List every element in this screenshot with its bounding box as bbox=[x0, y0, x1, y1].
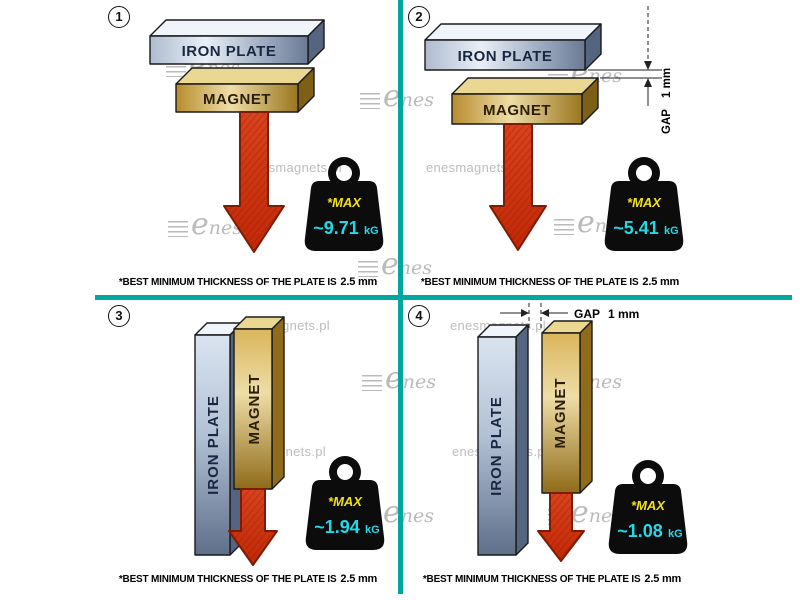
logo-text: enes bbox=[383, 79, 434, 114]
logo-stripes-icon bbox=[360, 93, 380, 109]
panel-number-badge: 4 bbox=[408, 305, 430, 327]
magnet bbox=[451, 77, 599, 125]
panel-3-shear-contact: 3 IRON PLATE MAGNET *MAX ~1. bbox=[0, 297, 400, 600]
footer-text: *BEST MINIMUM THICKNESS OF THE PLATE IS bbox=[118, 277, 337, 288]
logo-stripes-icon bbox=[166, 61, 186, 77]
weight-unit: kG bbox=[365, 524, 380, 536]
enes-logo-watermark: enes bbox=[358, 247, 432, 282]
weight-value: ~9.71 bbox=[313, 218, 359, 238]
footer-bold: 2.5 mm bbox=[340, 573, 378, 585]
panel-number-badge: 2 bbox=[408, 6, 430, 28]
plate-label: IRON PLATE bbox=[458, 48, 553, 65]
magnet-label: MAGNET bbox=[483, 102, 551, 119]
plate-label: IRON PLATE bbox=[182, 43, 277, 60]
weight-icon: *MAX ~1.08 kG bbox=[608, 460, 688, 554]
iron-plate bbox=[149, 19, 325, 65]
max-label: *MAX bbox=[631, 498, 666, 513]
gap-label: GAP bbox=[574, 307, 600, 321]
horizontal-divider bbox=[95, 295, 792, 300]
logo-stripes-icon bbox=[554, 219, 574, 235]
magnet-label: MAGNET bbox=[552, 378, 569, 449]
logo-text: enes bbox=[191, 207, 242, 242]
weight-icon: *MAX ~5.41 kG bbox=[604, 157, 684, 251]
magnet-label: MAGNET bbox=[203, 91, 271, 108]
panel-4-figure: GAP 1 mm IRON PLATE MAGNET *MAX bbox=[477, 303, 688, 562]
enes-logo-watermark: enes bbox=[360, 79, 434, 114]
pull-force-arrow-icon bbox=[223, 111, 285, 253]
logo-stripes-icon bbox=[358, 261, 378, 277]
pull-force-arrow-icon bbox=[537, 492, 585, 562]
logo-text: enes bbox=[383, 495, 434, 530]
max-label: *MAX bbox=[627, 195, 662, 210]
footer-bold: 2.5 mm bbox=[642, 276, 680, 288]
site-watermark: enesmagnets.pl bbox=[426, 160, 522, 175]
site-watermark: enesmagnets.pl bbox=[246, 160, 342, 175]
magnet-label: MAGNET bbox=[246, 374, 263, 445]
pull-force-arrow-icon bbox=[228, 488, 278, 566]
enes-logo-watermark: enes bbox=[168, 207, 242, 242]
panel-3-figure: IRON PLATE MAGNET *MAX ~1.94 kG bbox=[194, 316, 385, 566]
gap-value: 1 mm bbox=[661, 68, 673, 98]
gap-value: 1 mm bbox=[608, 307, 639, 321]
weight-unit: kG bbox=[668, 528, 683, 540]
panel-number-badge: 1 bbox=[108, 6, 130, 28]
magnet bbox=[233, 316, 285, 490]
weight-unit: kG bbox=[364, 225, 379, 237]
panel-1-figure: IRON PLATE MAGNET *MAX ~9.71 kG bbox=[149, 19, 384, 253]
panel-2-gap-pull: 2 IRON PLATE MAGNET GAP bbox=[400, 0, 800, 297]
weight-value: ~1.94 bbox=[314, 517, 360, 537]
iron-plate bbox=[424, 23, 602, 71]
logo-stripes-icon bbox=[362, 375, 382, 391]
panel-1-direct-contact: 1 IRON PLATE MAGNET *MAX ~9. bbox=[0, 0, 400, 297]
panel-4-gap-shear: 4 GAP 1 mm IRON PLATE bbox=[400, 297, 800, 600]
iron-plate bbox=[477, 324, 529, 556]
footer-bold: 2.5 mm bbox=[340, 276, 378, 288]
gap-dimension bbox=[588, 6, 662, 106]
max-label: *MAX bbox=[328, 494, 363, 509]
weight-value: ~5.41 bbox=[613, 218, 659, 238]
plate-label: IRON PLATE bbox=[205, 395, 222, 495]
footer-bold: 2.5 mm bbox=[644, 573, 682, 585]
max-label: *MAX bbox=[327, 195, 362, 210]
weight-icon: *MAX ~1.94 kG bbox=[305, 456, 385, 550]
footer-text: *BEST MINIMUM THICKNESS OF THE PLATE IS bbox=[118, 574, 337, 585]
pull-force-arrow-icon bbox=[489, 123, 547, 251]
gap-label: GAP bbox=[661, 109, 673, 134]
footer-text: *BEST MINIMUM THICKNESS OF THE PLATE IS bbox=[420, 277, 639, 288]
magnet bbox=[541, 320, 593, 494]
weight-unit: kG bbox=[664, 225, 679, 237]
panel-number-badge: 3 bbox=[108, 305, 130, 327]
panel-2-figure: IRON PLATE MAGNET GAP 1 mm bbox=[424, 6, 684, 251]
weight-icon: *MAX ~9.71 kG bbox=[304, 157, 384, 251]
logo-text: enes bbox=[381, 247, 432, 282]
footer-text: *BEST MINIMUM THICKNESS OF THE PLATE IS bbox=[422, 574, 641, 585]
logo-stripes-icon bbox=[168, 221, 188, 237]
weight-value: ~1.08 bbox=[617, 521, 663, 541]
magnet bbox=[175, 67, 315, 113]
plate-label: IRON PLATE bbox=[488, 396, 505, 496]
gap-dimension bbox=[500, 303, 568, 331]
